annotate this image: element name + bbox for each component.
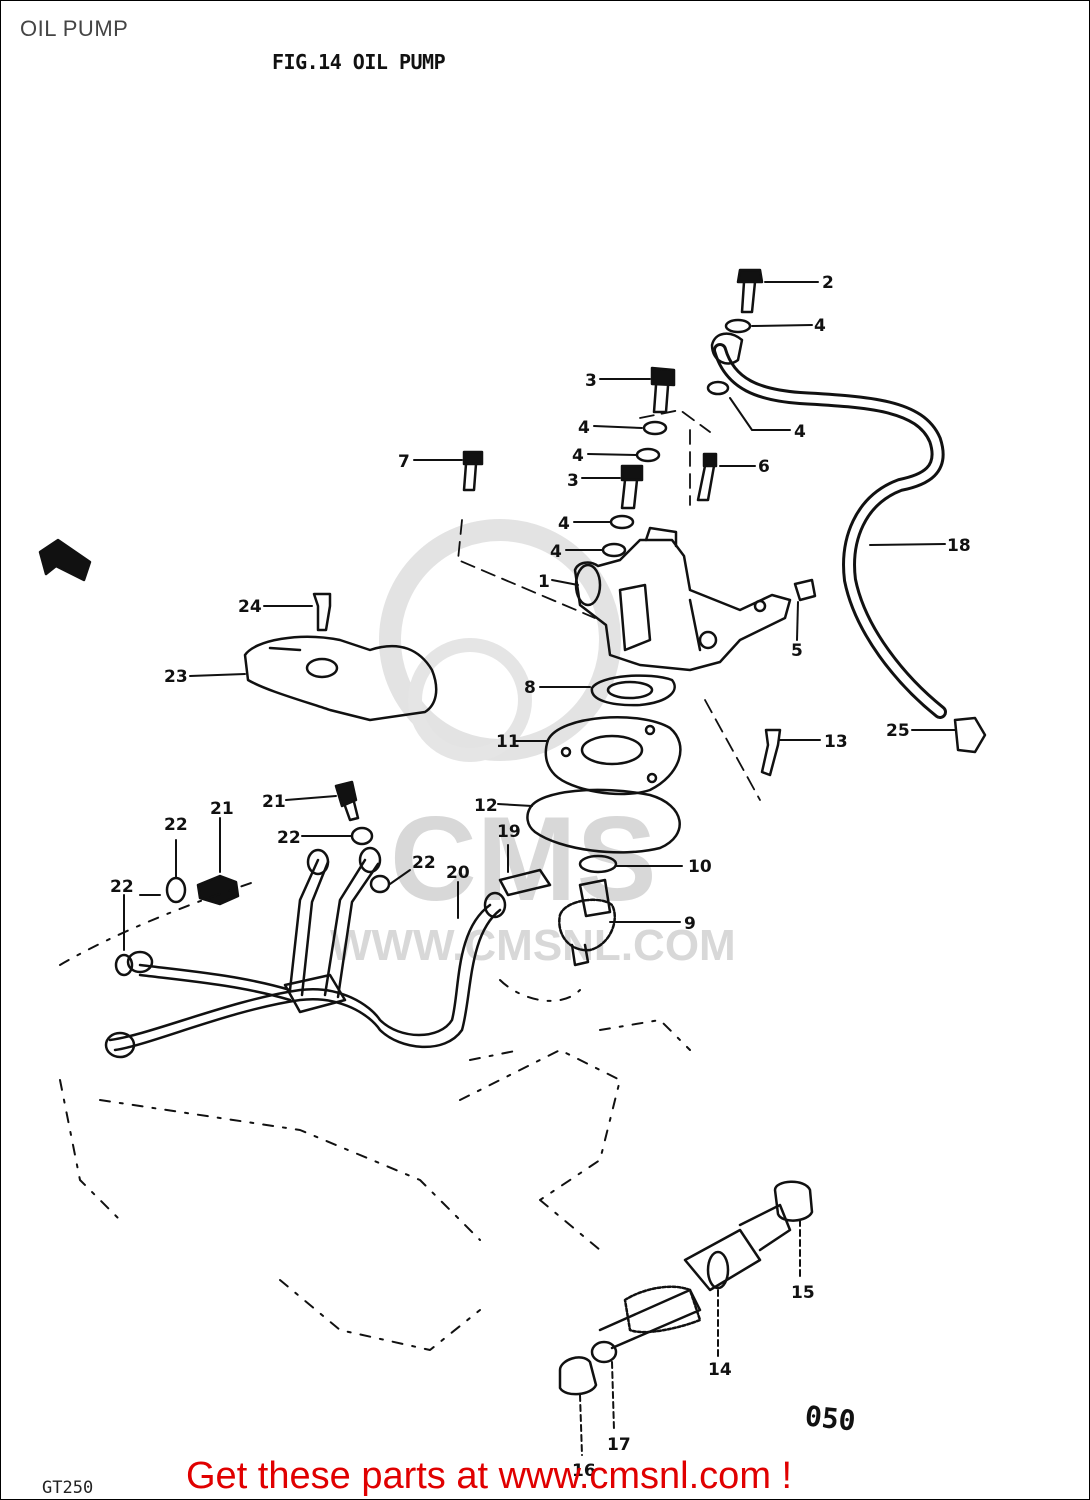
callout-label: 4	[814, 316, 826, 336]
callout-label: 24	[238, 597, 262, 617]
callout-label: 1	[538, 572, 550, 592]
callout-label: 5	[791, 641, 803, 661]
oil-pump-1	[573, 526, 792, 672]
model-code: GT250	[42, 1478, 94, 1498]
callout-label: 3	[585, 371, 597, 391]
callout-label: 7	[398, 452, 410, 472]
callout-label: 22	[164, 815, 188, 835]
bolt-6	[696, 452, 718, 502]
pump-flange-11	[544, 716, 682, 796]
washer-22a	[350, 826, 374, 846]
cta-link[interactable]: Get these parts at www.cmsnl.com !	[186, 1455, 793, 1497]
bolt-21a	[334, 780, 360, 822]
washer-4f	[601, 542, 627, 558]
diagram-code: 050	[803, 1399, 858, 1438]
oil-hose-18-inner	[716, 346, 944, 716]
washer-10	[578, 854, 618, 874]
drive-gear-9	[558, 878, 617, 967]
callout-label: 4	[572, 446, 584, 466]
callout-label: 19	[497, 822, 521, 842]
callout-label: 22	[277, 828, 301, 848]
washer-22d	[114, 953, 134, 977]
bolt-3b	[620, 464, 644, 510]
engine-case-outline	[59, 879, 691, 1351]
figure-title: FIG.14 OIL PUMP	[272, 50, 446, 74]
callout-label: 22	[412, 853, 436, 873]
washer-22c	[369, 874, 391, 894]
callout-label: 17	[607, 1435, 631, 1455]
callout-label: 22	[110, 877, 134, 897]
callout-label: 4	[550, 542, 562, 562]
callout-label: 21	[262, 792, 286, 812]
callout-labels: 2 4 3 4 4 4 7 6 3 4 4 1 18 5 24 23 8 25 …	[110, 273, 971, 1481]
dowel-pin-5	[793, 578, 817, 602]
front-arrow-icon	[38, 538, 92, 582]
oil-hose-18	[713, 343, 947, 719]
gasket-8	[590, 674, 676, 707]
bolt-21b	[196, 874, 240, 906]
bolt-3a	[650, 366, 676, 414]
washer-4e	[609, 514, 635, 530]
callout-label: 12	[474, 796, 498, 816]
callout-label: 2	[822, 273, 834, 293]
callout-label: 3	[567, 471, 579, 491]
callout-label: 21	[210, 799, 234, 819]
watermark-url: WWW.CMSNL.COM	[330, 921, 736, 970]
callout-label: 13	[824, 732, 848, 752]
callout-label: 4	[794, 422, 806, 442]
washer-4b	[706, 380, 730, 396]
callout-label: 15	[791, 1283, 815, 1303]
washer-22b	[165, 876, 187, 904]
banjo-fitting	[710, 332, 744, 365]
washer-4a	[724, 318, 752, 334]
callout-label: 10	[688, 857, 712, 877]
callout-label: 4	[558, 514, 570, 534]
callout-label: 25	[886, 721, 910, 741]
oil-lines-20	[104, 846, 552, 1059]
callout-label: 16	[572, 1461, 596, 1481]
pump-cover-23	[243, 635, 438, 722]
callout-label: 20	[446, 863, 470, 883]
callout-label: 9	[684, 914, 696, 934]
washer-4d	[635, 447, 661, 463]
callout-label: 11	[496, 732, 520, 752]
screw-13	[760, 728, 782, 777]
callout-label: 6	[758, 457, 770, 477]
speedo-drive-assy	[558, 1180, 814, 1396]
hose-clip-25	[953, 716, 987, 754]
gasket-12	[526, 788, 681, 854]
washer-4c	[642, 420, 668, 436]
page-title: OIL PUMP	[20, 16, 129, 41]
bolt-7	[462, 450, 484, 492]
callout-label: 14	[708, 1360, 732, 1380]
banjo-bolt-2	[736, 268, 764, 314]
callout-label: 23	[164, 667, 188, 687]
callout-leaders	[123, 281, 956, 1456]
callout-label: 8	[524, 678, 536, 698]
screw-24	[312, 592, 332, 632]
callout-label: 4	[578, 418, 590, 438]
watermark: CMS WWW.CMSNL.COM	[330, 519, 736, 970]
callout-label: 18	[947, 536, 971, 556]
